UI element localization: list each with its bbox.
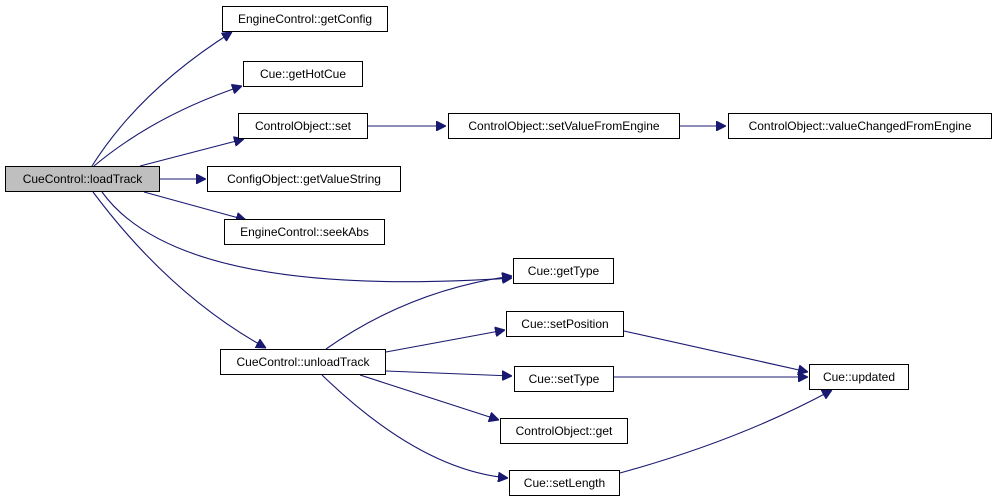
node-cue-gettype[interactable]: Cue::getType (513, 258, 614, 284)
node-cue-updated[interactable]: Cue::updated (809, 364, 909, 390)
node-cuecontrol-unloadtrack[interactable]: CueControl::unloadTrack (220, 349, 386, 375)
node-controlobject-set[interactable]: ControlObject::set (238, 113, 368, 139)
node-controlobject-get[interactable]: ControlObject::get (500, 418, 628, 444)
edge-cuecontrol-unloadtrack-to-cue-setlength (321, 374, 508, 478)
edge-cuecontrol-loadtrack-to-controlobject-set (139, 139, 244, 167)
node-configobject-getvaluestring[interactable]: ConfigObject::getValueString (207, 166, 401, 192)
edge-cuecontrol-unloadtrack-to-cue-gettype (325, 276, 512, 350)
edge-cuecontrol-loadtrack-to-cue-gethotcue (93, 86, 242, 167)
edge-cuecontrol-loadtrack-to-cue-gettype (101, 191, 512, 282)
edge-cuecontrol-unloadtrack-to-controlobject-get (359, 374, 499, 420)
node-cue-gethotcue[interactable]: Cue::getHotCue (243, 61, 363, 87)
edge-cuecontrol-loadtrack-to-cuecontrol-unloadtrack (92, 191, 266, 348)
edge-cuecontrol-unloadtrack-to-cue-setposition (385, 330, 505, 353)
node-cue-setposition[interactable]: Cue::setPosition (506, 311, 624, 337)
node-controlobject-valuechangedfromengine[interactable]: ControlObject::valueChangedFromEngine (728, 113, 992, 139)
node-enginecontrol-getconfig[interactable]: EngineControl::getConfig (222, 6, 388, 32)
node-cue-setlength[interactable]: Cue::setLength (509, 470, 620, 496)
node-controlobject-setvaluefromengine[interactable]: ControlObject::setValueFromEngine (448, 113, 680, 139)
node-enginecontrol-seekabs[interactable]: EngineControl::seekAbs (224, 219, 385, 245)
edge-cuecontrol-loadtrack-to-enginecontrol-getconfig (91, 32, 232, 167)
edge-cuecontrol-unloadtrack-to-cue-settype (385, 370, 512, 376)
edge-cue-setposition-to-cue-updated (623, 330, 808, 372)
edge-cue-setlength-to-cue-updated (619, 390, 832, 474)
edge-cuecontrol-loadtrack-to-enginecontrol-seekabs (143, 191, 246, 220)
node-cue-settype[interactable]: Cue::setType (514, 366, 614, 392)
node-cuecontrol-loadtrack[interactable]: CueControl::loadTrack (5, 166, 160, 192)
